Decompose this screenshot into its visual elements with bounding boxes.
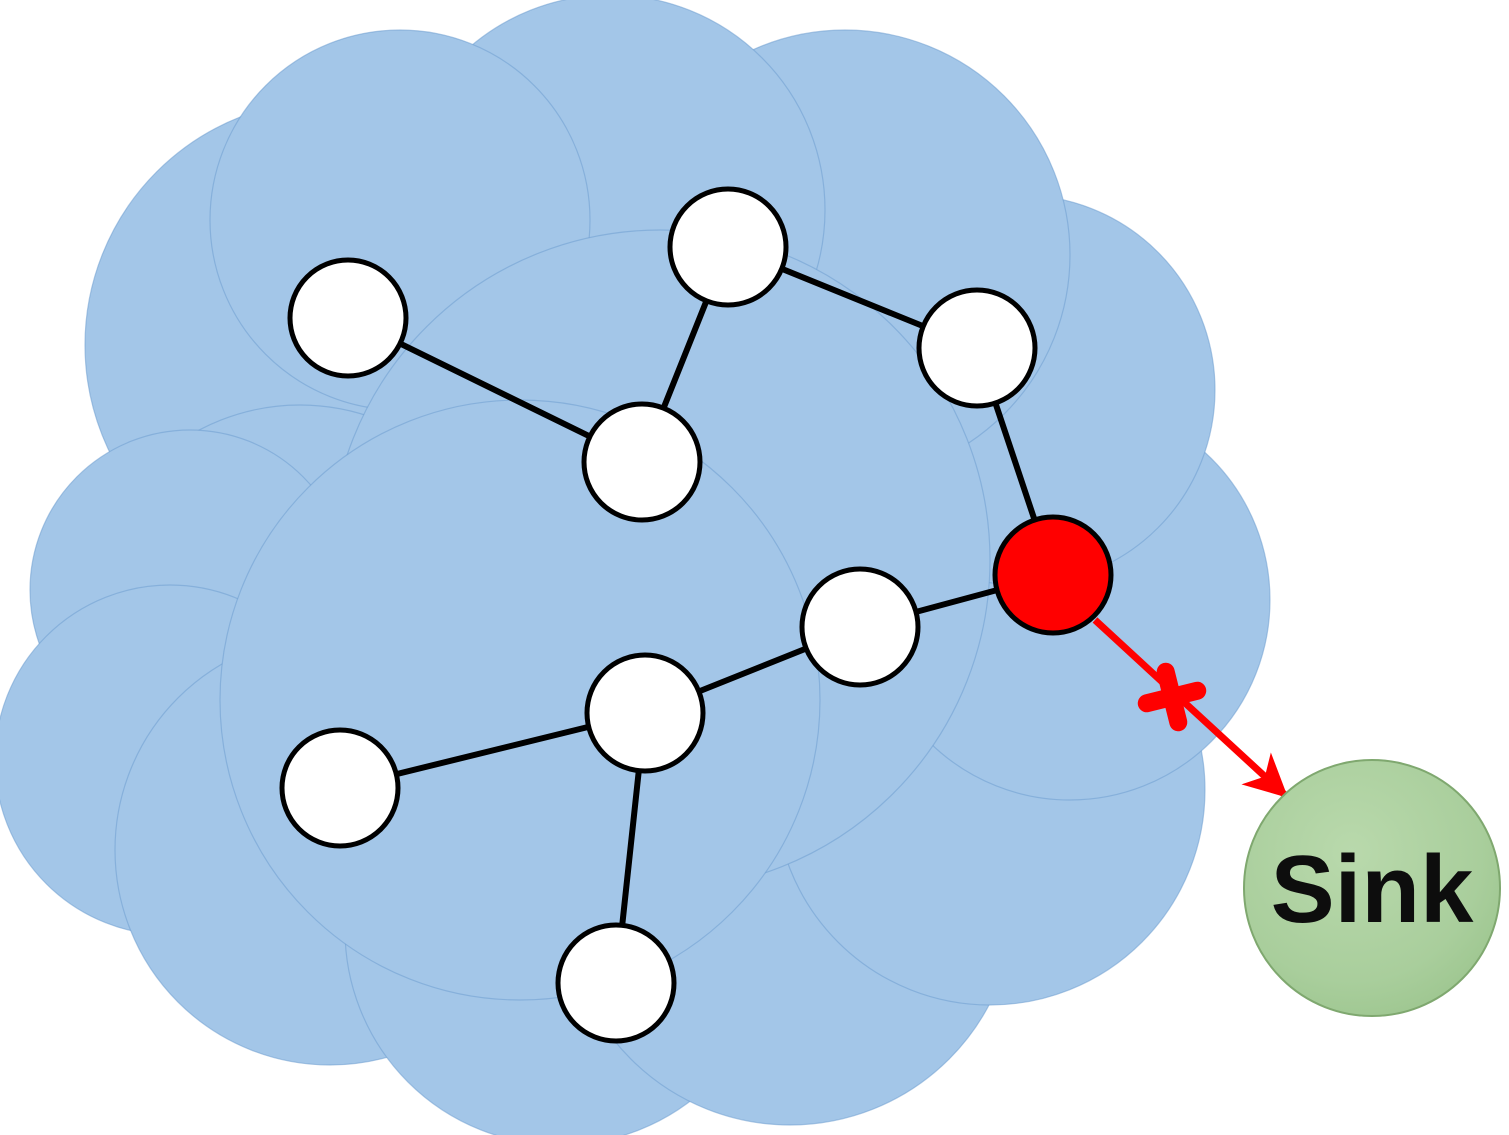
sensor-node[interactable] (667, 186, 789, 308)
sensor-node[interactable] (584, 652, 706, 774)
block-x-bar (1156, 662, 1188, 732)
compromised-node[interactable] (992, 514, 1114, 636)
sensor-node[interactable] (916, 287, 1038, 409)
sink-label: Sink (1271, 836, 1474, 943)
sensor-node[interactable] (279, 727, 401, 849)
sensor-node[interactable] (555, 922, 677, 1044)
sink-node[interactable]: Sink (1243, 759, 1501, 1017)
transmission-arrow (1092, 617, 1289, 798)
cloud-bump (219, 399, 821, 1001)
network-nodes (279, 186, 1114, 1044)
sink-circle[interactable] (1243, 759, 1501, 1017)
sensor-node[interactable] (799, 566, 921, 688)
blocked-transmission-link (1092, 617, 1289, 798)
sensor-node[interactable] (287, 257, 409, 379)
block-x-icon (1137, 662, 1207, 732)
sensor-node[interactable] (581, 401, 703, 523)
network-cloud (0, 0, 1271, 1135)
